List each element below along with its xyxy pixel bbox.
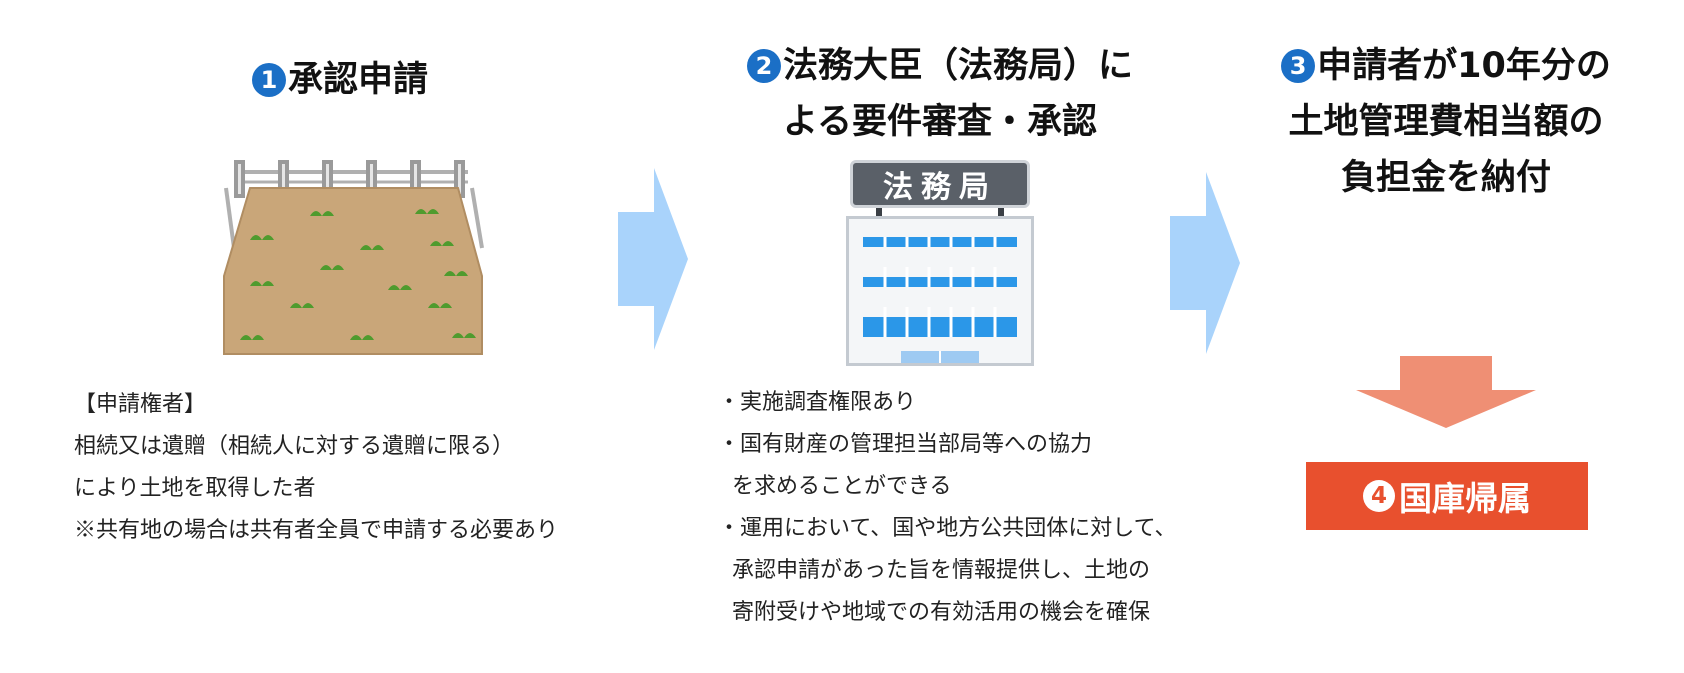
legal-bureau-building: 法務局 <box>846 160 1036 366</box>
applicant-note-line: ※共有地の場合は共有者全員で申請する必要あり <box>74 518 559 543</box>
step-2-title-line-2: よる要件審査・承認 <box>783 102 1097 142</box>
result-label: 国庫帰属 <box>1399 479 1531 518</box>
soil-plot <box>223 187 483 355</box>
review-note-line: ・運用において、国や地方公共団体に対して、 <box>718 516 1177 541</box>
review-notes: ・実施調査権限あり ・国有財産の管理担当部局等への協力 を求めることができる ・… <box>718 382 1176 634</box>
arrow-down-icon <box>1356 356 1536 428</box>
window-grid-icon <box>863 237 1017 363</box>
arrow-right-icon-2 <box>1170 172 1240 354</box>
grass-icon <box>240 209 476 340</box>
arrow-right-icon <box>618 168 688 350</box>
review-note-line: 承認申請があった旨を情報提供し、土地の <box>732 558 1151 583</box>
applicant-note-line: 相続又は遺贈（相続人に対する遺贈に限る） <box>74 434 515 459</box>
step-1-title-line-1: 承認申請 <box>287 60 428 100</box>
building-sign: 法務局 <box>850 160 1030 208</box>
applicant-notes: 【申請権者】 相続又は遺贈（相続人に対する遺贈に限る） により土地を取得した者 … <box>74 384 558 552</box>
step-2-badge: 2 <box>746 49 781 83</box>
result-box: 4 国庫帰属 <box>1306 462 1588 530</box>
applicant-note-line: により土地を取得した者 <box>74 476 316 501</box>
step-2-title-line-1: 法務大臣（法務局）に <box>782 46 1133 86</box>
review-note-line: ・国有財産の管理担当部局等への協力 <box>718 432 1093 457</box>
step-4-badge: 4 <box>1363 480 1395 512</box>
building-body <box>846 216 1034 366</box>
step-3-title-line-1: 申請者が10年分の <box>1317 46 1611 86</box>
land-illustration <box>223 160 484 355</box>
step-1-badge: 1 <box>251 63 286 97</box>
building-sign-label: 法務局 <box>883 170 997 205</box>
step-3-title-line-2: 土地管理費相当額の <box>1288 102 1604 142</box>
review-note-line: ・実施調査権限あり <box>718 390 917 415</box>
review-note-line: 寄附受けや地域での有効活用の機会を確保 <box>732 600 1151 625</box>
step-3-badge: 3 <box>1281 49 1316 83</box>
review-note-line: を求めることができる <box>732 474 952 499</box>
step-3-title-line-3: 負担金を納付 <box>1340 158 1551 198</box>
applicant-note-line: 【申請権者】 <box>74 392 207 417</box>
